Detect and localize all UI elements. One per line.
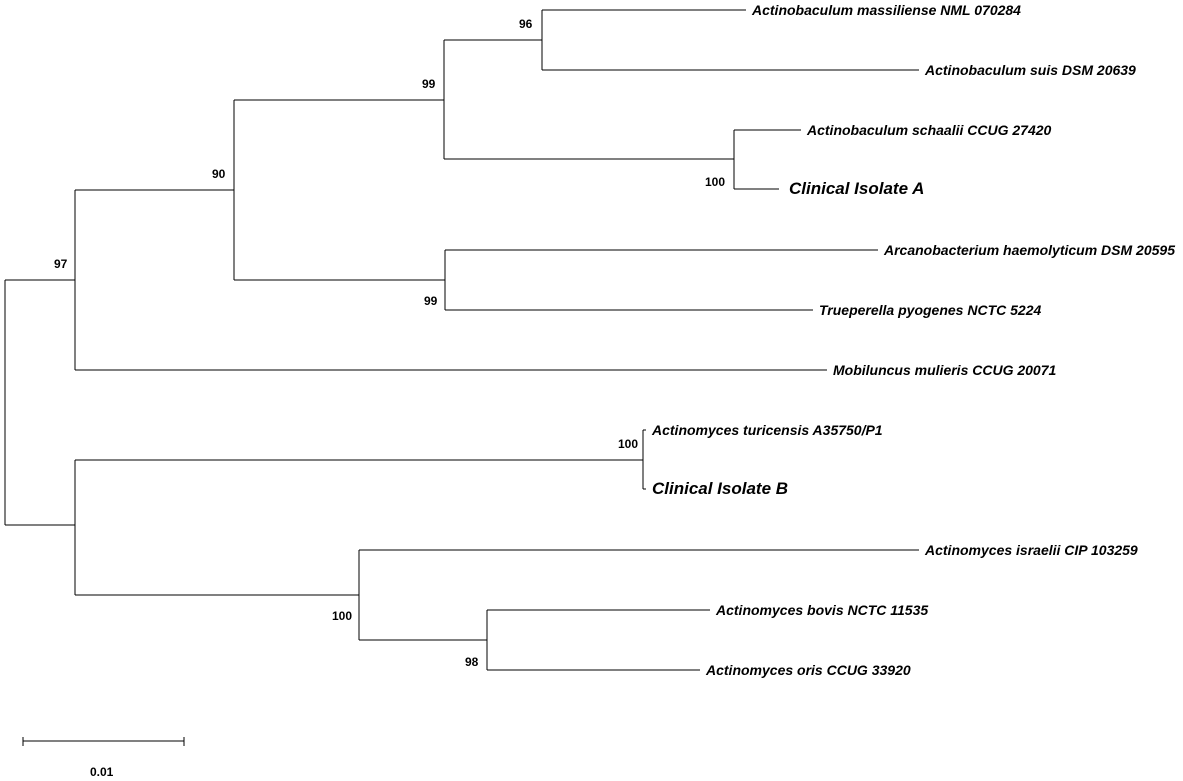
bootstrap-value: 100 — [705, 175, 725, 189]
taxon-label: Mobiluncus mulieris CCUG 20071 — [833, 362, 1056, 378]
bootstrap-value: 99 — [422, 77, 436, 91]
bootstrap-value: 97 — [54, 257, 68, 271]
taxon-label: Actinobaculum schaalii CCUG 27420 — [806, 122, 1052, 138]
bootstrap-labels: 96 99 100 90 99 97 100 100 98 — [54, 17, 725, 669]
scale-bar-label: 0.01 — [90, 765, 114, 779]
taxon-label: Actinomyces bovis NCTC 11535 — [715, 602, 928, 618]
taxon-labels: Actinobaculum massiliense NML 070284Acti… — [651, 2, 1175, 678]
taxon-label: Actinomyces israelii CIP 103259 — [924, 542, 1138, 558]
scale-bar: 0.01 — [22, 737, 185, 779]
taxon-label: Actinomyces turicensis A35750/P1 — [651, 422, 883, 438]
bootstrap-value: 100 — [618, 437, 638, 451]
tree-branches — [4, 9, 919, 671]
bootstrap-value: 98 — [465, 655, 479, 669]
taxon-label: Actinobaculum suis DSM 20639 — [924, 62, 1136, 78]
taxon-label: Trueperella pyogenes NCTC 5224 — [819, 302, 1041, 318]
taxon-label: Arcanobacterium haemolyticum DSM 20595 — [883, 242, 1175, 258]
clinical-isolate-label: Clinical Isolate B — [652, 479, 788, 498]
taxon-label: Actinomyces oris CCUG 33920 — [705, 662, 911, 678]
taxon-label: Actinobaculum massiliense NML 070284 — [751, 2, 1021, 18]
bootstrap-value: 100 — [332, 609, 352, 623]
bootstrap-value: 90 — [212, 167, 226, 181]
clinical-isolate-label: Clinical Isolate A — [789, 179, 924, 198]
bootstrap-value: 99 — [424, 294, 438, 308]
bootstrap-value: 96 — [519, 17, 533, 31]
